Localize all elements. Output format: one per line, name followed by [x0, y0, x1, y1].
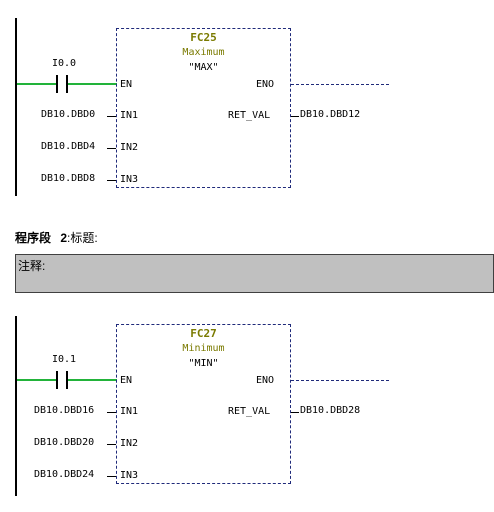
pin-wire	[107, 148, 116, 149]
pin-wire	[107, 180, 116, 181]
function-block-fc25[interactable]: FC25 Maximum "MAX" EN ENO IN1 IN2 IN3 RE…	[116, 28, 291, 188]
eno-pin-label: ENO	[256, 375, 275, 386]
left-power-rail	[15, 316, 17, 496]
left-power-rail	[15, 18, 17, 196]
block-title: Maximum	[182, 47, 225, 58]
network-number: 2	[60, 231, 68, 245]
pin-wire	[107, 412, 116, 413]
contact-address: I0.1	[52, 354, 77, 365]
network-2-header[interactable]: 程序段 2:标题:	[15, 231, 98, 245]
en-pin-label: EN	[120, 79, 133, 90]
pin-wire	[291, 412, 299, 413]
in3-pin-label: IN3	[120, 470, 139, 481]
function-block-fc27[interactable]: FC27 Minimum "MIN" EN ENO IN1 IN2 IN3 RE…	[116, 324, 291, 484]
input-param-in2[interactable]: DB10.DBD4	[41, 141, 96, 152]
block-instance: "MIN"	[188, 358, 219, 369]
input-param-in3[interactable]: DB10.DBD24	[34, 469, 95, 480]
comment-label: 注释:	[18, 259, 46, 273]
pin-wire	[291, 116, 299, 117]
ret-val-pin-label: RET_VAL	[228, 406, 271, 417]
eno-pin-label: ENO	[256, 79, 275, 90]
pin-wire	[107, 444, 116, 445]
power-flow-line	[68, 379, 117, 381]
power-flow-line	[68, 83, 117, 85]
network-comment-box[interactable]: 注释:	[15, 254, 494, 293]
eno-output-line	[291, 380, 389, 381]
input-param-in3[interactable]: DB10.DBD8	[41, 173, 96, 184]
block-title: Minimum	[182, 343, 225, 354]
contact-right-bar[interactable]	[66, 75, 68, 93]
in2-pin-label: IN2	[120, 142, 139, 153]
in1-pin-label: IN1	[120, 406, 139, 417]
eno-output-line	[291, 84, 389, 85]
power-flow-line	[17, 83, 57, 85]
power-flow-line	[17, 379, 57, 381]
in2-pin-label: IN2	[120, 438, 139, 449]
contact-right-bar[interactable]	[66, 371, 68, 389]
in1-pin-label: IN1	[120, 110, 139, 121]
contact-address: I0.0	[52, 58, 77, 69]
contact-left-bar[interactable]	[56, 75, 58, 93]
input-param-in1[interactable]: DB10.DBD0	[41, 109, 96, 120]
network-title: 标题:	[70, 231, 98, 245]
input-param-in1[interactable]: DB10.DBD16	[34, 405, 95, 416]
pin-wire	[107, 116, 116, 117]
input-param-in2[interactable]: DB10.DBD20	[34, 437, 95, 448]
ret-val-pin-label: RET_VAL	[228, 110, 271, 121]
in3-pin-label: IN3	[120, 174, 139, 185]
network-label: 程序段	[15, 231, 52, 245]
block-instance: "MAX"	[188, 62, 219, 73]
pin-wire	[107, 476, 116, 477]
output-param-ret-val[interactable]: DB10.DBD28	[300, 405, 361, 416]
block-name: FC25	[190, 31, 217, 44]
block-name: FC27	[190, 327, 217, 340]
en-pin-label: EN	[120, 375, 133, 386]
contact-left-bar[interactable]	[56, 371, 58, 389]
output-param-ret-val[interactable]: DB10.DBD12	[300, 109, 361, 120]
